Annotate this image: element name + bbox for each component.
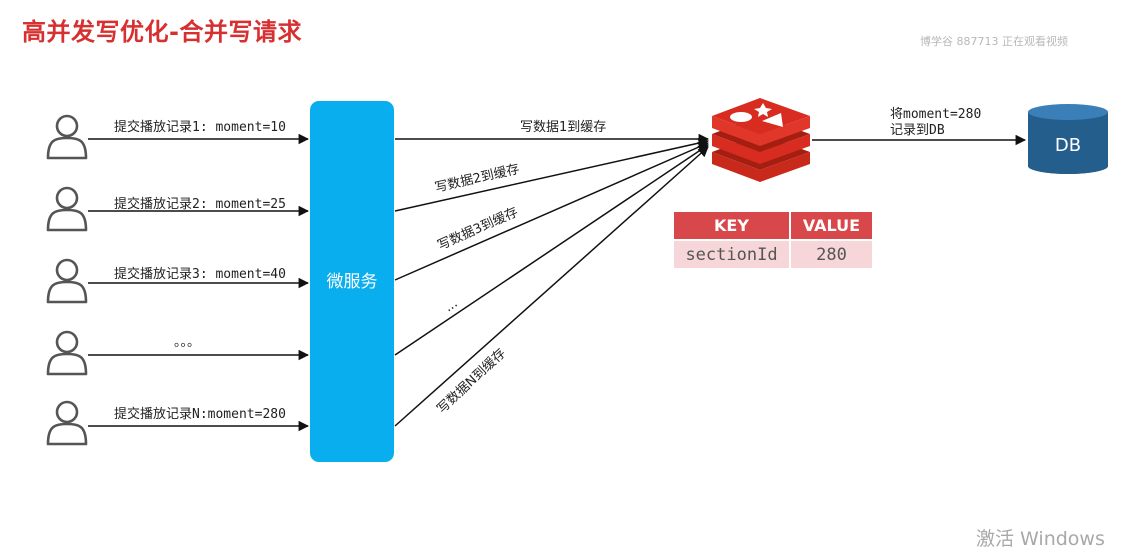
request-label: 提交播放记录N:moment=280 (114, 406, 286, 422)
key-header: KEY (674, 212, 789, 239)
request-label: 。。。 (174, 335, 200, 350)
db-label: DB (1055, 135, 1081, 156)
cache-write-label: 写数据2到缓存 (434, 162, 521, 196)
user-icon (46, 330, 88, 376)
database-icon (1028, 104, 1108, 174)
cache-write-label: 写数据1到缓存 (520, 120, 606, 135)
value-cell: 280 (791, 241, 872, 268)
key-cell: sectionId (674, 241, 789, 268)
db-write-label-line2: 记录到DB (890, 123, 945, 138)
cache-write-label: 写数据3到缓存 (436, 205, 521, 254)
user-icon (46, 400, 88, 446)
viewer-watermark: 博学谷 887713 正在观看视频 (920, 35, 1068, 48)
table-row: sectionId 280 (674, 241, 872, 268)
user-icon (46, 258, 88, 304)
cache-write-arrow (394, 146, 709, 427)
request-label: 提交播放记录2: moment=25 (114, 196, 286, 212)
activate-windows-watermark: 激活 Windows (976, 528, 1105, 550)
request-label: 提交播放记录1: moment=10 (114, 119, 286, 135)
user-icon (46, 186, 88, 232)
redis-logo (712, 98, 810, 182)
microservice-box (310, 101, 394, 462)
cache-write-arrow (394, 141, 709, 281)
table-header-row: KEY VALUE (674, 212, 872, 239)
request-label: 提交播放记录3: moment=40 (114, 266, 286, 282)
cache-write-arrow (394, 144, 709, 356)
page-title: 高并发写优化-合并写请求 (22, 18, 302, 46)
redis-kv-table: KEY VALUE sectionId 280 (672, 210, 874, 270)
user-icon (46, 114, 88, 160)
cache-write-arrow (394, 137, 710, 212)
value-header: VALUE (791, 212, 872, 239)
microservice-label: 微服务 (327, 272, 378, 292)
db-write-label-line1: 将moment=280 (890, 107, 981, 122)
